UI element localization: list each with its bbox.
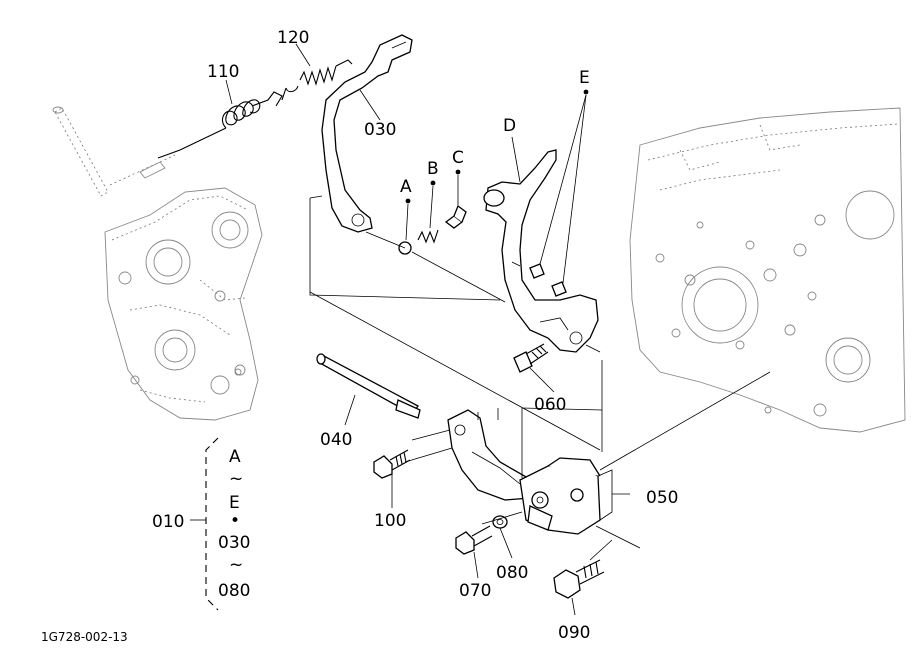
part-060-bolt [513, 343, 555, 393]
subpart-C-plug [444, 169, 467, 229]
callout-dot-B [430, 180, 436, 186]
label-010: 010 [152, 512, 184, 532]
label-090: 090 [558, 623, 590, 643]
label-060: 060 [534, 395, 566, 415]
callout-dot-E [583, 89, 589, 95]
part-120-spring [281, 59, 353, 101]
subpart-B-spring [417, 180, 439, 244]
part-040-shaft [316, 353, 421, 426]
part-070-bolt [455, 525, 493, 579]
locating-pin-illustration [52, 106, 176, 197]
group-tilde-1: ~ [229, 469, 243, 489]
engine-block-right-illustration [629, 107, 906, 433]
group-range-end: E [229, 493, 240, 513]
label-040: 040 [320, 430, 352, 450]
label-sub-E: E [579, 68, 590, 88]
label-sub-C: C [452, 148, 464, 168]
part-100-bolt [373, 449, 411, 508]
gear-case-left-illustration [104, 187, 263, 421]
label-120: 120 [277, 28, 309, 48]
group-bracket-010 [190, 437, 219, 611]
subpart-E-bolts [529, 89, 589, 297]
label-050: 050 [646, 488, 678, 508]
part-080-washer [492, 515, 513, 559]
label-080: 080 [496, 563, 528, 583]
callout-dot-C [455, 169, 461, 175]
part-050-housing [519, 457, 613, 535]
subpart-A-ball [398, 198, 412, 255]
group-dot: • [230, 511, 240, 531]
label-030: 030 [364, 120, 396, 140]
part-110-spring [157, 91, 283, 159]
group-tilde-2: ~ [229, 555, 243, 575]
part-090-bolt [553, 559, 605, 616]
label-110: 110 [207, 62, 239, 82]
callout-dot-A [405, 198, 411, 204]
drawing-id: 1G728-002-13 [41, 630, 128, 644]
label-sub-A: A [400, 177, 412, 197]
part-030-lever [321, 34, 413, 233]
group-range2-end: 080 [218, 581, 250, 601]
label-070: 070 [459, 581, 491, 601]
group-range2-start: 030 [218, 533, 250, 553]
group-range-start: A [229, 447, 241, 467]
callout-labels: 120 110 030 A B C D E 060 040 050 100 08… [41, 28, 678, 644]
label-100: 100 [374, 511, 406, 531]
label-sub-B: B [427, 159, 439, 179]
assembly-lines [225, 43, 771, 561]
subpart-D-fork-lever [483, 136, 599, 353]
lower-lever-bracket [447, 409, 531, 501]
label-sub-D: D [503, 116, 516, 136]
